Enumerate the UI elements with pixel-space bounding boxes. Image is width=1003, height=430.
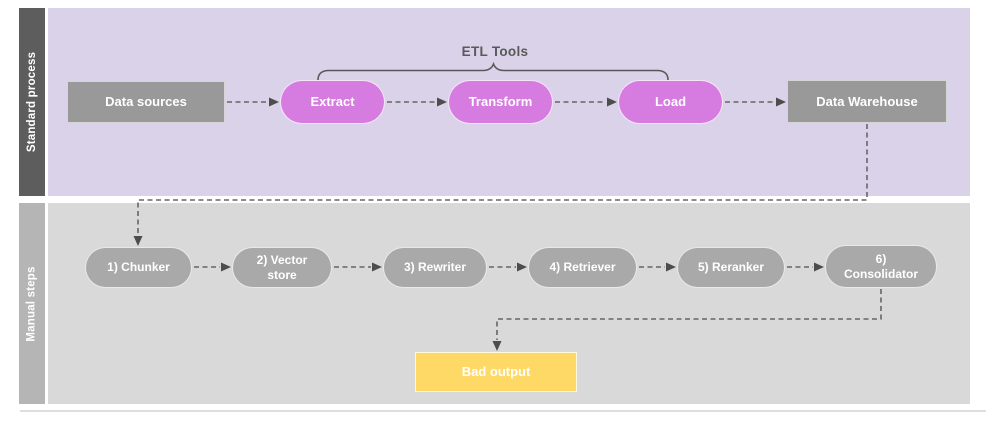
load-node: Load	[618, 80, 723, 124]
data-sources-node: Data sources	[67, 81, 225, 123]
bad-output-node: Bad output	[415, 352, 577, 392]
rewriter-node: 3) Rewriter	[383, 247, 487, 288]
bottom-divider	[20, 410, 986, 412]
standard-process-lane-label: Standard process	[26, 51, 38, 153]
etl-tools-annotation: ETL Tools	[461, 44, 529, 59]
manual-steps-lane-label: Manual steps	[26, 265, 39, 342]
manual-steps-lane-header: Manual steps	[19, 203, 45, 404]
extract-node: Extract	[280, 80, 385, 124]
transform-node: Transform	[448, 80, 553, 124]
retriever-node: 4) Retriever	[528, 247, 637, 288]
vector-store-node: 2) Vector store	[232, 247, 332, 288]
consolidator-node: 6) Consolidator	[825, 245, 937, 288]
standard-process-lane-header: Standard process	[19, 8, 45, 196]
chunker-node: 1) Chunker	[85, 247, 192, 288]
reranker-node: 5) Reranker	[677, 247, 785, 288]
data-warehouse-node: Data Warehouse	[787, 80, 947, 123]
